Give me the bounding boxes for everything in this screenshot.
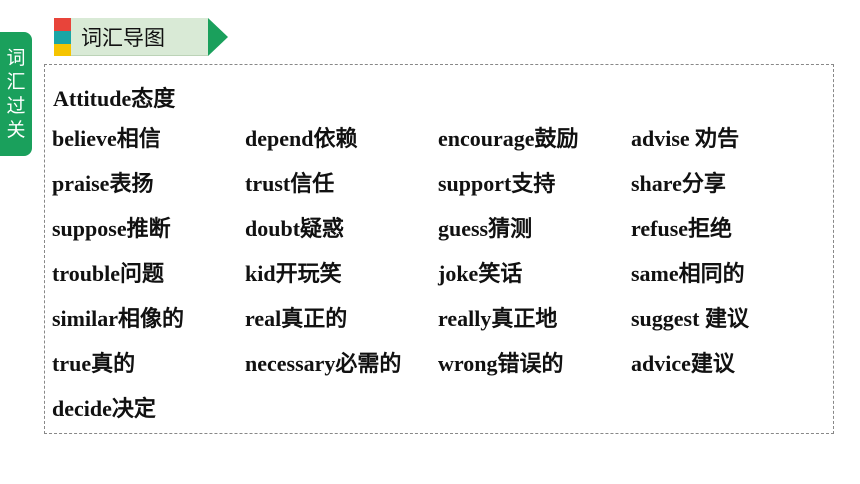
vocab-item: trust信任 bbox=[245, 171, 335, 196]
side-tab-char: 汇 bbox=[6, 71, 26, 93]
vocab-item: advice建议 bbox=[631, 351, 735, 376]
yellow-square-decoration bbox=[54, 44, 71, 56]
vocab-item: suppose推断 bbox=[52, 216, 171, 241]
vocab-item: trouble问题 bbox=[52, 261, 165, 286]
side-tab-char: 过 bbox=[6, 95, 26, 117]
vocab-item bbox=[438, 394, 631, 439]
vocab-item: guess猜测 bbox=[438, 216, 533, 241]
vocab-item: really真正地 bbox=[438, 306, 558, 331]
vocab-item: support支持 bbox=[438, 171, 556, 196]
vocab-item: encourage鼓励 bbox=[438, 126, 579, 151]
vocab-item: praise表扬 bbox=[52, 171, 154, 196]
side-tab-char: 关 bbox=[6, 119, 26, 141]
vocab-item: believe相信 bbox=[52, 126, 161, 151]
section-title: 词汇导图 bbox=[71, 18, 208, 56]
vocab-item: share分享 bbox=[631, 171, 726, 196]
vocabulary-box: Attitude态度 believe相信 depend依赖 encourage鼓… bbox=[44, 64, 834, 434]
vocab-item: doubt疑惑 bbox=[245, 216, 345, 241]
vocab-item: advise 劝告 bbox=[631, 126, 740, 151]
vocab-grid: believe相信 depend依赖 encourage鼓励 advise 劝告… bbox=[52, 124, 824, 439]
vocab-item: necessary必需的 bbox=[245, 351, 402, 376]
vocab-item: similar相像的 bbox=[52, 306, 184, 331]
vocab-item: same相同的 bbox=[631, 261, 745, 286]
red-square-decoration bbox=[54, 18, 71, 31]
vocab-item bbox=[245, 394, 438, 439]
vocab-item: suggest 建议 bbox=[631, 306, 749, 331]
vocab-heading: Attitude态度 bbox=[53, 86, 176, 111]
vocab-item: refuse拒绝 bbox=[631, 216, 733, 241]
vocab-item: wrong错误的 bbox=[438, 351, 564, 376]
vocab-item: real真正的 bbox=[245, 306, 348, 331]
vocab-item bbox=[631, 394, 824, 439]
side-tab-char: 词 bbox=[6, 47, 26, 69]
vocab-item: kid开玩笑 bbox=[245, 261, 342, 286]
vocab-item: depend依赖 bbox=[245, 126, 358, 151]
vocab-item: joke笑话 bbox=[438, 261, 523, 286]
vocab-item: decide决定 bbox=[52, 396, 156, 421]
arrow-icon bbox=[208, 18, 228, 56]
vocab-item: true真的 bbox=[52, 351, 136, 376]
teal-square-decoration bbox=[54, 31, 71, 44]
side-tab[interactable]: 词 汇 过 关 bbox=[0, 32, 32, 156]
